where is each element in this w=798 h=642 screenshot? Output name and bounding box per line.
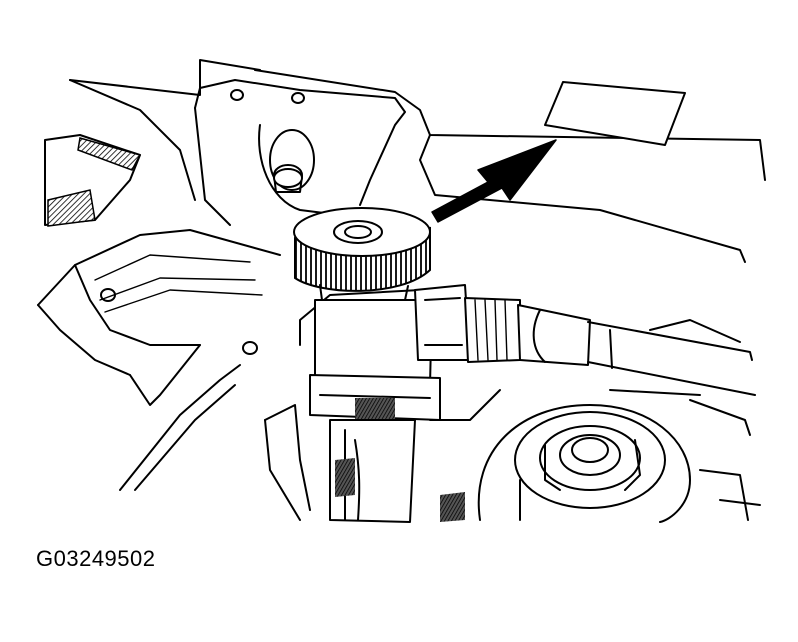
figure-id-label: G03249502 [36,546,156,571]
left-frame-rail [37,229,281,406]
valve-body [264,289,501,523]
right-body-lines [609,389,761,521]
technical-illustration [37,59,766,523]
upper-body-panel [69,59,766,263]
callout-arrow-icon [431,139,557,223]
hose-fitting [414,284,756,396]
diagonal-brace-line [119,364,241,491]
mounting-bracket [194,79,406,226]
bracket-bolt-icon [273,168,303,188]
round-mount [477,404,691,523]
left-hatched-block [44,134,142,227]
top-right-plate [544,81,686,146]
knurled-cap [293,207,431,301]
